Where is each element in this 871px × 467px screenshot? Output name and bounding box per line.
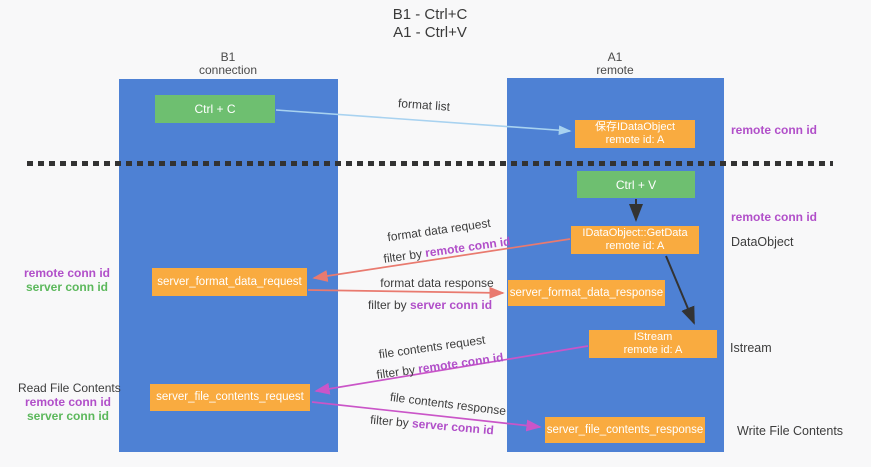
format-response-label: server_format_data_response: [509, 286, 664, 299]
ctrl-c-box: Ctrl + C: [155, 95, 275, 123]
left-format-conn-id-annotations: remote conn id server conn id: [22, 266, 112, 294]
file-request-label: server_file_contents_request: [156, 391, 304, 403]
diagram-title: B1 - Ctrl+C A1 - Ctrl+V: [0, 6, 860, 42]
server-conn-id-annotation: server conn id: [25, 280, 109, 294]
getdata-line1: IDataObject::GetData: [582, 227, 688, 239]
remote-conn-id-annotation: remote conn id: [23, 266, 110, 280]
dashed-separator-line: [27, 161, 833, 166]
istream-line1: IStream: [633, 331, 673, 343]
remote-conn-id-annotation-mid: remote conn id: [731, 210, 818, 224]
lifeline-b1-subtitle: connection: [198, 63, 258, 77]
remote-conn-id-annotation: remote conn id: [24, 395, 111, 409]
dataobject-annotation: DataObject: [731, 235, 794, 249]
arrow-file-contents-response: [311, 401, 542, 432]
arrow-format-list: [275, 109, 572, 135]
left-file-conn-id-annotations: Read File Contents remote conn id server…: [18, 381, 121, 423]
idataobject-getdata-box: IDataObject::GetData remote id: A: [571, 226, 699, 254]
arrow-file-contents-request: [314, 345, 589, 395]
lifeline-header-a1: A1 remote: [535, 51, 695, 77]
server-conn-id-annotation: server conn id: [26, 409, 110, 423]
istream-line2: remote id: A: [623, 344, 683, 356]
saved-dataobject-line1: 保存IDataObject: [594, 121, 676, 133]
arrow-getdata-to-istream: [665, 255, 695, 325]
filter-server-conn-id: server conn id: [409, 298, 493, 312]
server-format-data-request-box: server_format_data_request: [152, 268, 307, 296]
ctrl-v-box: Ctrl + V: [577, 171, 695, 198]
lifeline-a1-subtitle: remote: [596, 63, 634, 77]
format-response-filter-label: filter by server conn id: [368, 298, 492, 312]
ctrl-c-label: Ctrl + C: [194, 102, 236, 116]
diagram-title-line2: A1 - Ctrl+V: [393, 24, 467, 41]
format-request-label: server_format_data_request: [157, 275, 302, 288]
lifeline-b1-name: B1: [220, 50, 236, 64]
remote-conn-id-annotation-top: remote conn id: [731, 123, 818, 137]
server-file-contents-response-box: server_file_contents_response: [545, 417, 705, 443]
ctrl-v-label: Ctrl + V: [615, 177, 657, 192]
getdata-line2: remote id: A: [605, 240, 665, 252]
server-file-contents-request-box: server_file_contents_request: [150, 384, 310, 411]
istream-box: IStream remote id: A: [589, 330, 717, 358]
arrow-format-data-response: [307, 286, 505, 299]
write-file-contents-annotation: Write File Contents: [737, 424, 844, 438]
server-format-data-response-box: server_format_data_response: [508, 280, 665, 306]
lifeline-header-b1: B1 connection: [148, 51, 308, 77]
file-response-label: server_file_contents_response: [546, 423, 704, 436]
saved-dataobject-line2: remote id: A: [605, 134, 665, 146]
read-file-contents-annotation: Read File Contents: [18, 381, 121, 395]
arrow-format-data-request: [312, 238, 571, 282]
istream-annotation: Istream: [730, 341, 772, 355]
saved-dataobject-box: 保存IDataObject remote id: A: [575, 120, 695, 148]
lifeline-a1-name: A1: [607, 50, 623, 64]
filter-prefix: filter by: [367, 298, 410, 312]
format-data-response-label: format data response: [380, 276, 494, 290]
diagram-title-line1: B1 - Ctrl+C: [392, 6, 468, 23]
